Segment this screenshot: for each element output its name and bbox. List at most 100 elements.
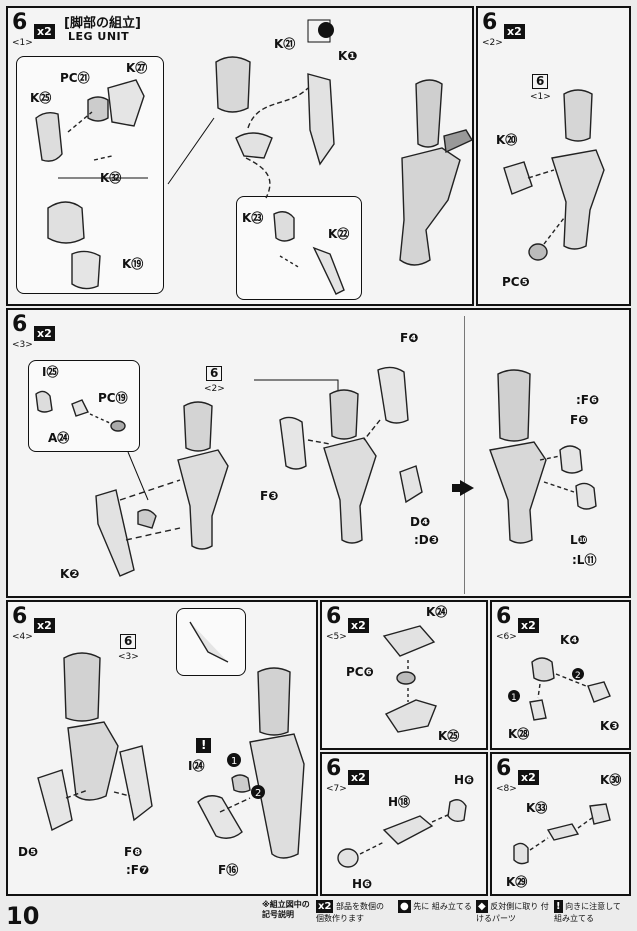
substep-label: <4> <box>12 632 33 642</box>
step-number: 6 <box>12 312 28 337</box>
step-number: 6 <box>326 756 342 781</box>
step-number: 6 <box>12 604 28 629</box>
part-label: D❺ <box>18 845 39 859</box>
leg-parts-illustration <box>35 19 472 295</box>
joint-assembly-illustration <box>513 803 611 865</box>
part-label: K㉔ <box>426 605 448 619</box>
part-label: H❻ <box>352 877 373 891</box>
step-panel-1: 6 x2 <1> [脚部の組立] LEG UNIT <box>6 6 474 306</box>
step-panel-7: 6 x2 <7> H❻ H⑱ H❻ <box>320 752 488 896</box>
step-number: 6 <box>496 756 512 781</box>
step-number: 6 <box>12 10 28 35</box>
multiplier-badge: x2 <box>518 618 539 633</box>
legend-item: ! 向きに注意して 組み立てる <box>554 900 630 924</box>
part-label: K㉒ <box>328 227 350 241</box>
reference-step: 6 <box>206 366 223 381</box>
leg-assembly-illustration <box>35 366 597 577</box>
page-number: 10 <box>6 902 40 930</box>
multiplier-badge: x2 <box>34 618 55 633</box>
part-label: K㉘ <box>508 727 530 741</box>
substep-label: <2> <box>482 38 503 48</box>
part-label: F❺ <box>570 413 589 427</box>
substep-label: <8> <box>496 784 517 794</box>
part-label: K㉝ <box>526 801 548 815</box>
legend-mark: x2 <box>316 900 334 913</box>
part-label: K❷ <box>60 567 80 581</box>
part-label: L❿ <box>570 533 588 547</box>
separator-line <box>464 316 465 594</box>
part-label-opposite: :D❸ <box>414 533 439 547</box>
part-label: PC⑲ <box>98 391 128 405</box>
part-label: K㉕ <box>30 91 52 105</box>
step-panel-3: 6 x2 <3> 6 <2> <box>6 308 631 598</box>
caution-badge: ! <box>196 738 212 753</box>
step-number: 6 <box>326 604 342 629</box>
multiplier-badge: x2 <box>504 24 525 39</box>
substep-label: <5> <box>326 632 347 642</box>
part-label: I㉔ <box>188 759 205 773</box>
part-label: K㉙ <box>506 875 528 889</box>
legend-mark: ! <box>554 900 563 913</box>
part-label-opposite: :F❻ <box>576 393 600 407</box>
part-label: K㉚ <box>600 773 622 787</box>
multiplier-badge: x2 <box>348 770 369 785</box>
part-label: K❹ <box>560 633 580 647</box>
svg-text:1: 1 <box>511 693 517 703</box>
part-label: PC㉑ <box>60 71 90 85</box>
step-panel-4: 6 x2 <4> 6 <3> ! 1 2 <box>6 600 318 896</box>
part-label-opposite: :F❼ <box>126 863 150 877</box>
joint-assembly-illustration <box>337 799 467 868</box>
legend-item: ● 先に 組み立てる <box>398 900 472 913</box>
part-label: F❸ <box>260 489 279 503</box>
step-panel-8: 6 x2 <8> K㉚ K㉝ K㉙ <box>490 752 631 896</box>
multiplier-badge: x2 <box>348 618 369 633</box>
substep-label: <7> <box>326 784 347 794</box>
part-label: K❸ <box>600 719 620 733</box>
part-label-opposite: :L⑪ <box>572 553 597 567</box>
part-label: K㉗ <box>126 61 148 75</box>
part-label: PC❻ <box>346 665 374 679</box>
multiplier-badge: x2 <box>518 770 539 785</box>
substep-label: <3> <box>12 340 33 350</box>
part-label: K㉑ <box>274 37 296 51</box>
step-panel-6: 6 x2 <6> 2 1 K❹ K❸ K㉘ <box>490 600 631 750</box>
part-label: K❶ <box>338 49 358 63</box>
multiplier-badge: x2 <box>34 326 55 341</box>
legend-heading: ※組立図中の記号説明 <box>262 900 310 919</box>
section-title-jp: [脚部の組立] <box>64 16 141 31</box>
legend-mark: ◆ <box>476 900 488 913</box>
joint-assembly-illustration: 2 1 <box>508 657 611 721</box>
part-label: I㉕ <box>42 365 59 379</box>
reference-step: 6 <box>532 74 549 89</box>
part-label: D❹ <box>410 515 431 529</box>
svg-text:2: 2 <box>255 788 261 799</box>
legend-text: 反対側に取り 付けるパーツ <box>476 902 549 923</box>
substep-label: <6> <box>496 632 517 642</box>
legend-text: 部品を数個の 個数作ります <box>316 902 384 923</box>
section-title-en: LEG UNIT <box>68 30 130 43</box>
step-number: 6 <box>482 10 498 35</box>
part-label: H❻ <box>454 773 475 787</box>
part-label: F❽ <box>124 845 143 859</box>
part-label: K⑲ <box>122 257 144 271</box>
part-label: F❹ <box>400 331 419 345</box>
leg-illustration <box>503 89 605 261</box>
symbol-legend: ※組立図中の記号説明 x2 部品を数個の 個数作ります ● 先に 組み立てる ◆… <box>262 898 632 926</box>
legend-mark: ● <box>398 900 411 913</box>
reference-substep: <2> <box>204 384 225 394</box>
part-label: A㉔ <box>48 431 70 445</box>
detail-inset <box>176 608 246 676</box>
step-panel-5: 6 x2 <5> K㉔ PC❻ K㉕ <box>320 600 488 750</box>
legend-text: 向きに注意して 組み立てる <box>554 902 621 923</box>
part-label: K⑳ <box>496 133 518 147</box>
legend-text: 先に 組み立てる <box>413 902 472 911</box>
legend-item: ◆ 反対側に取り 付けるパーツ <box>476 900 550 924</box>
part-label: H⑱ <box>388 795 411 809</box>
leg-armor-illustration: 1 2 <box>37 621 305 859</box>
legend-item: x2 部品を数個の 個数作ります <box>316 900 394 924</box>
svg-text:1: 1 <box>231 756 237 767</box>
joint-assembly-illustration <box>382 625 437 733</box>
part-label: K㉜ <box>100 171 122 185</box>
step-panel-2: 6 x2 <2> 6 <1> K⑳ PC❺ <box>476 6 631 306</box>
